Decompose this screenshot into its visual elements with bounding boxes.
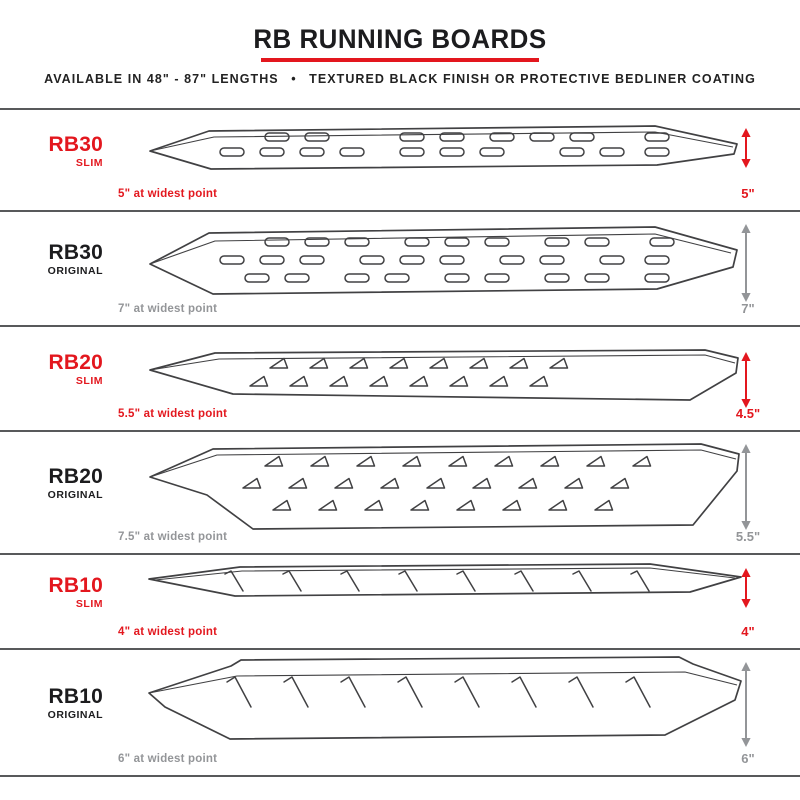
height-value: 5" xyxy=(741,186,755,201)
model-label-rb30-slim: RB30 SLIM xyxy=(0,114,103,188)
board-row-rb30-original: RB30 ORIGINAL 7" at widest point 7" xyxy=(0,210,800,325)
height-dimension-arrow xyxy=(741,444,751,530)
fin-holes xyxy=(242,455,652,511)
model-variant: ORIGINAL xyxy=(47,265,103,278)
height-dimension-arrow xyxy=(741,568,751,608)
subtitle-finish: TEXTURED BLACK FINISH OR PROTECTIVE BEDL… xyxy=(309,72,756,86)
model-label-rb10-slim: RB10 SLIM xyxy=(0,559,103,626)
model-name: RB30 xyxy=(48,132,103,156)
model-name: RB10 xyxy=(48,685,103,709)
model-label-rb30-original: RB30 ORIGINAL xyxy=(0,216,103,303)
height-dimension-arrow xyxy=(741,128,751,168)
title-underline xyxy=(261,58,539,62)
board-row-rb30-slim: RB30 SLIM 5" at widest point 5" xyxy=(0,108,800,210)
height-value: 5.5" xyxy=(735,529,761,544)
cleat-slashes xyxy=(226,676,651,708)
subtitle-lengths: AVAILABLE IN 48" - 87" LENGTHS xyxy=(44,72,279,86)
page-header: RB RUNNING BOARDS AVAILABLE IN 48" - 87"… xyxy=(0,0,800,108)
bottom-divider xyxy=(0,775,800,777)
slot-holes xyxy=(219,237,675,283)
width-note: 4" at widest point xyxy=(118,626,218,638)
model-name: RB30 xyxy=(48,241,103,265)
model-variant: ORIGINAL xyxy=(47,489,103,502)
width-note: 7.5" at widest point xyxy=(118,531,228,543)
rb20-original-drawing xyxy=(149,443,740,530)
rb30-slim-drawing xyxy=(149,125,738,170)
height-dimension-arrow xyxy=(741,224,751,302)
page-title: RB RUNNING BOARDS xyxy=(253,24,547,54)
board-row-rb10-slim: RB10 SLIM 4" at widest point 4" xyxy=(0,553,800,648)
height-value: 7" xyxy=(741,301,755,316)
model-variant: SLIM xyxy=(75,598,103,611)
rb30-original-drawing xyxy=(149,226,738,295)
page-subtitle: AVAILABLE IN 48" - 87" LENGTHS • TEXTURE… xyxy=(0,72,800,86)
height-value: 4.5" xyxy=(735,406,761,421)
model-name: RB20 xyxy=(48,351,103,375)
cleat-slashes xyxy=(224,570,650,592)
model-label-rb20-original: RB20 ORIGINAL xyxy=(0,436,103,531)
width-note: 7" at widest point xyxy=(118,303,218,315)
board-row-rb20-original: RB20 ORIGINAL 7.5" at widest point 5.5" xyxy=(0,430,800,553)
model-name: RB10 xyxy=(48,574,103,598)
height-dimension-arrow xyxy=(741,352,751,408)
width-note: 5.5" at widest point xyxy=(118,408,228,420)
height-value: 6" xyxy=(741,751,755,766)
board-row-rb10-original: RB10 ORIGINAL 6" at widest point 6" xyxy=(0,648,800,775)
model-label-rb20-slim: RB20 SLIM xyxy=(0,331,103,408)
model-variant: SLIM xyxy=(75,156,103,169)
width-note: 5" at widest point xyxy=(118,188,218,200)
rb20-slim-drawing xyxy=(149,349,739,401)
bullet-separator: • xyxy=(291,72,297,86)
model-name: RB20 xyxy=(48,465,103,489)
rb10-original-drawing xyxy=(148,656,742,740)
rb10-slim-drawing xyxy=(148,563,742,597)
board-row-rb20-slim: RB20 SLIM 5.5" at widest point 4.5" xyxy=(0,325,800,430)
model-variant: SLIM xyxy=(75,375,103,388)
model-label-rb10-original: RB10 ORIGINAL xyxy=(0,654,103,753)
height-dimension-arrow xyxy=(741,662,751,747)
width-note: 6" at widest point xyxy=(118,753,218,765)
model-variant: ORIGINAL xyxy=(47,709,103,722)
height-value: 4" xyxy=(741,624,755,639)
fin-holes xyxy=(249,357,569,387)
